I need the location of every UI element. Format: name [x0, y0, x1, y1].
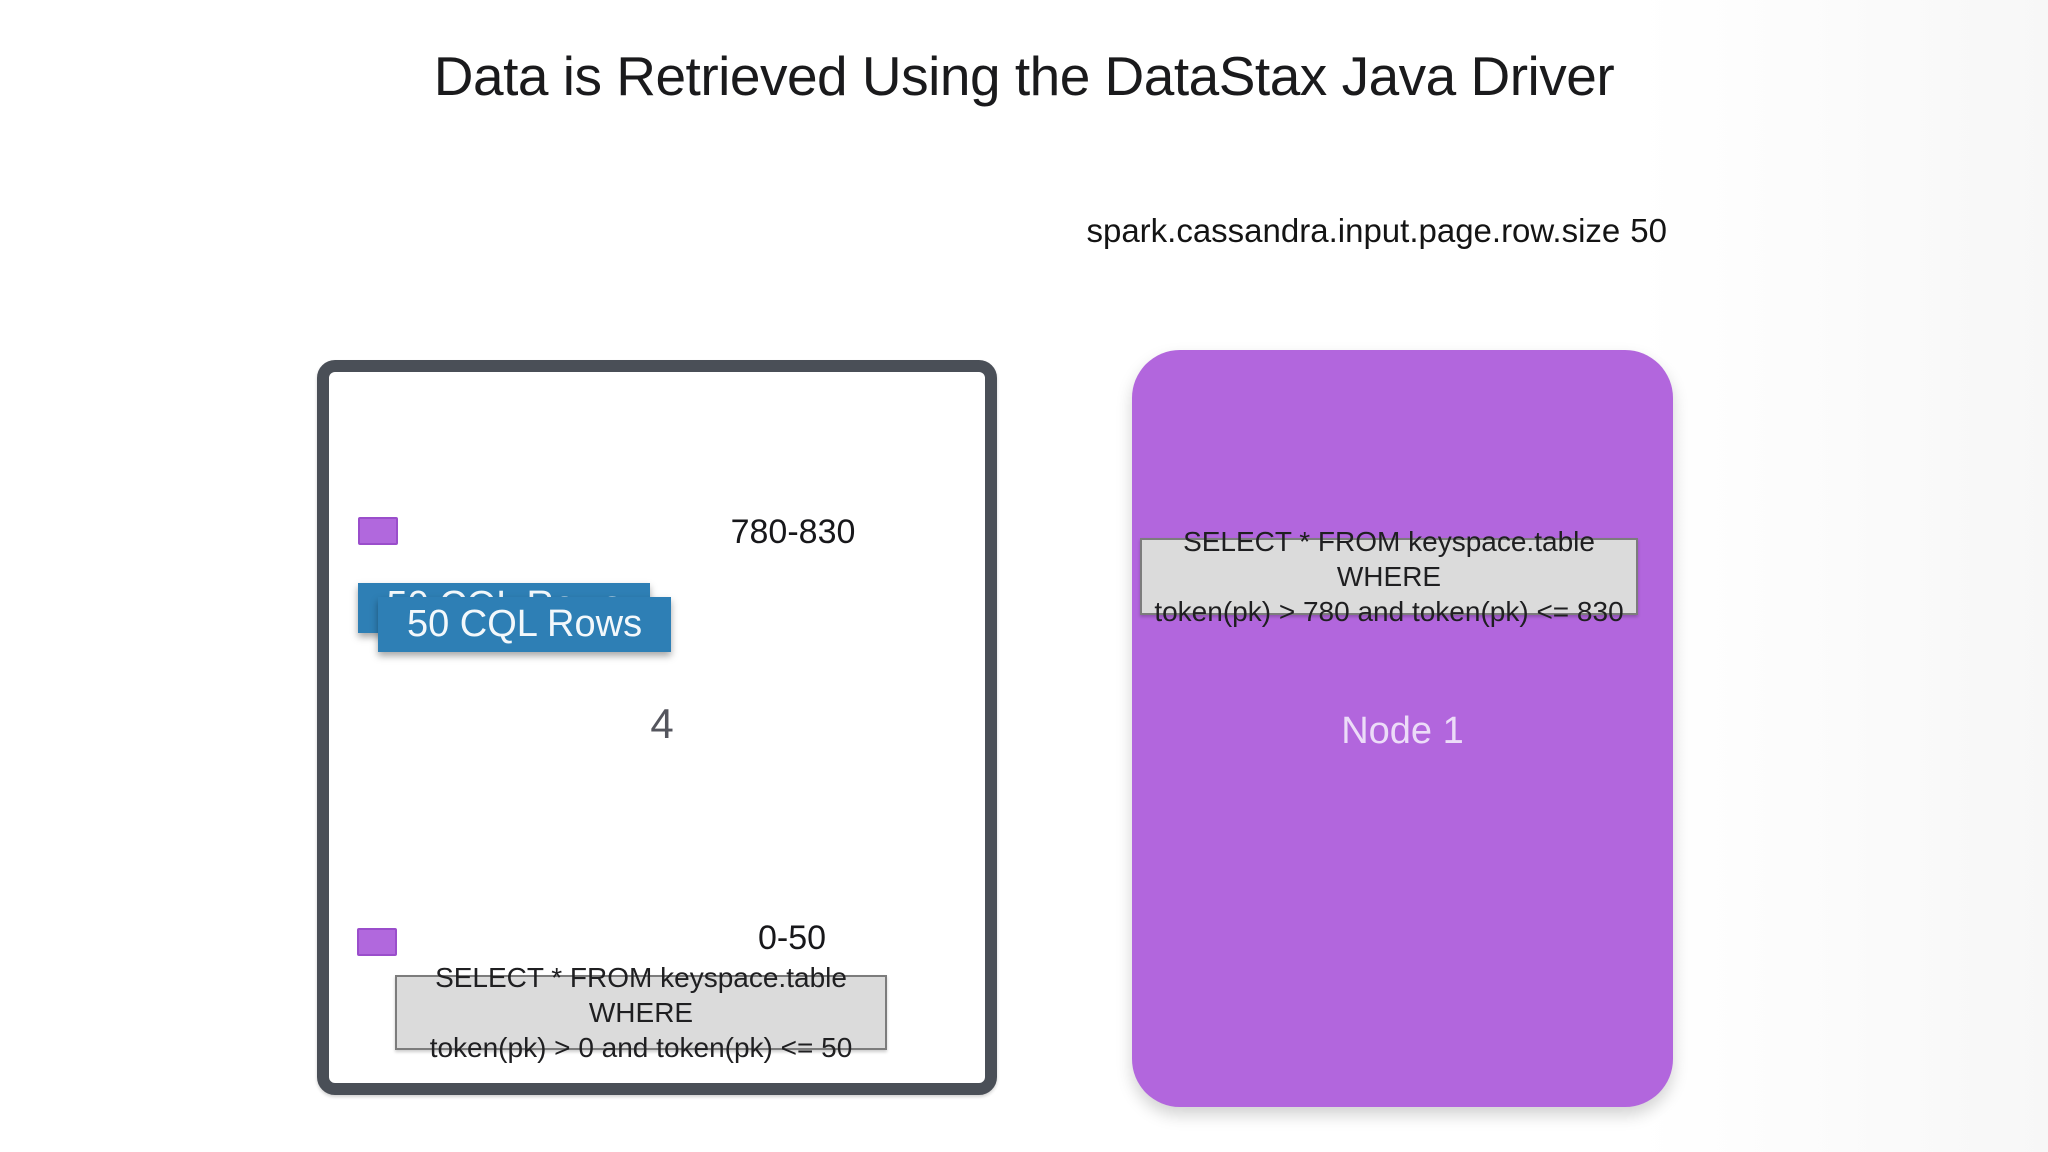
node-query-box: SELECT * FROM keyspace.table WHERE token…	[1140, 526, 1638, 627]
token-range-top-label: 780-830	[730, 513, 856, 551]
spark-partition-box: 780-830 50 CQL Rows 50 CQL Rows 4 0-50 S…	[317, 360, 997, 1095]
cql-rows-front-label: 50 CQL Rows	[406, 603, 643, 645]
token-chip-top	[358, 517, 398, 545]
node-query-line-2: token(pk) > 780 and token(pk) <= 830	[1154, 596, 1624, 627]
node-label: Node 1	[1341, 710, 1464, 752]
partition-number: 4	[650, 700, 674, 747]
partition-query-box: SELECT * FROM keyspace.table WHERE token…	[395, 962, 887, 1063]
cql-rows-batch-front: 50 CQL Rows	[378, 597, 671, 652]
node-query-line-1: SELECT * FROM keyspace.table WHERE	[1183, 526, 1595, 592]
token-chip-bottom	[357, 928, 397, 956]
token-range-bottom-label: 0-50	[757, 919, 827, 957]
config-value: 50	[1630, 212, 1667, 249]
partition-query-line-1: SELECT * FROM keyspace.table WHERE	[435, 962, 847, 1028]
slide-title: Data is Retrieved Using the DataStax Jav…	[433, 45, 1615, 107]
node-box: SELECT * FROM keyspace.table WHERE token…	[1132, 350, 1673, 1107]
partition-query-line-2: token(pk) > 0 and token(pk) <= 50	[429, 1032, 853, 1063]
config-key: spark.cassandra.input.page.row.size	[1086, 212, 1621, 249]
